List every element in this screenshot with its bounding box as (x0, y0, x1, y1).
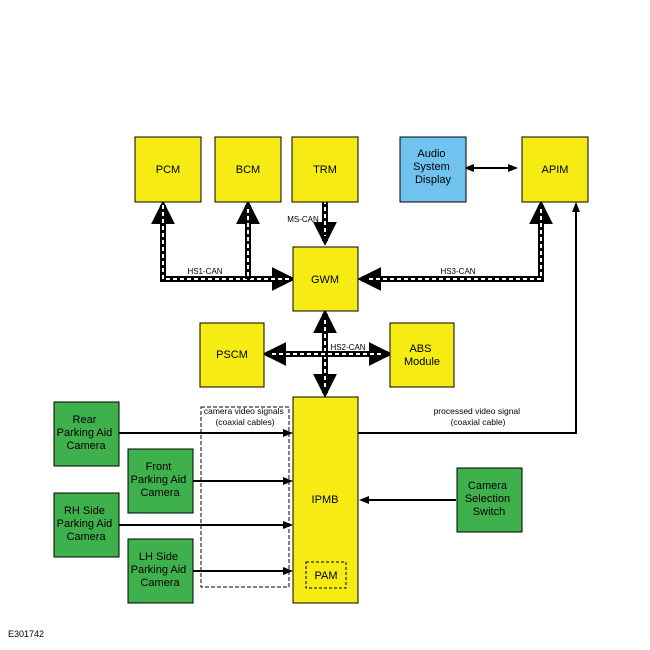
gwm-label: GWM (311, 274, 339, 286)
rear-camera-label: Rear Parking Aid Camera (57, 414, 116, 452)
hs3-can-bus (357, 200, 553, 291)
pscm-label: PSCM (216, 349, 248, 361)
abs-label: ABS Module (404, 343, 440, 368)
camera-signals-note: camera video signals (coaxial cables) (204, 406, 286, 427)
bcm-box: BCM (214, 136, 282, 203)
audio-display-label: Audio System Display (413, 148, 453, 186)
pam-subbox (305, 561, 347, 589)
apim-box: APIM (521, 136, 589, 203)
pam-label: PAM (314, 570, 337, 582)
abs-box: ABS Module (389, 322, 455, 388)
rh-camera-box: RH Side Parking Aid Camera (53, 492, 120, 558)
gwm-box: GWM (292, 246, 359, 312)
bcm-label: BCM (236, 164, 260, 176)
hs1-can-label: HS1-CAN (187, 267, 222, 276)
processed-video-line (358, 202, 580, 434)
pscm-box: PSCM (199, 322, 265, 388)
pcm-label: PCM (156, 164, 180, 176)
rear-camera-box: Rear Parking Aid Camera (53, 401, 120, 467)
lh-camera-box: LH Side Parking Aid Camera (127, 538, 194, 604)
hs3-can-label: HS3-CAN (440, 267, 475, 276)
hs2-can-label: HS2-CAN (330, 343, 365, 352)
ipmb-label: IPMB (312, 494, 339, 506)
coaxial-cable-bundle (200, 406, 290, 588)
front-camera-label: Front Parking Aid Camera (131, 461, 190, 499)
rh-camera-label: RH Side Parking Aid Camera (57, 505, 116, 543)
front-camera-box: Front Parking Aid Camera (127, 448, 194, 514)
camera-switch-label: Camera Selection Switch (465, 480, 513, 518)
signal-arrows (119, 164, 580, 575)
ipmb-box: IPMB PAM (292, 396, 359, 604)
trm-label: TRM (313, 164, 337, 176)
apim-label: APIM (542, 164, 569, 176)
hs1-can-bus (151, 200, 296, 291)
processed-signal-note: processed video signal (coaxial cable) (434, 406, 523, 427)
lh-camera-label: LH Side Parking Aid Camera (131, 551, 190, 589)
ms-can-label: MS-CAN (287, 215, 319, 224)
audio-display-box: Audio System Display (399, 136, 467, 203)
figure-reference: E301742 (8, 629, 44, 639)
camera-switch-box: Camera Selection Switch (456, 467, 523, 533)
can-bus-lines (151, 200, 553, 398)
trm-box: TRM (291, 136, 359, 203)
pcm-box: PCM (134, 136, 202, 203)
